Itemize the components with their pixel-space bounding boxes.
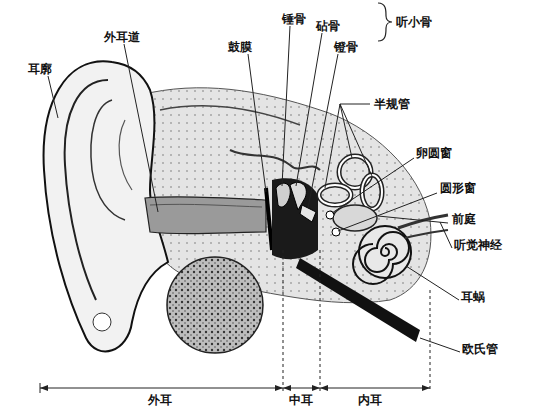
part-label: 耳蜗 (461, 290, 485, 304)
part-label: 圆形窗 (440, 181, 476, 195)
part-label: 听觉神经 (454, 238, 502, 252)
part-label: 听小骨 (396, 15, 432, 29)
part-label: 半规管 (374, 97, 410, 111)
part-label: 外耳道 (104, 30, 140, 44)
part-label: 卵圆窗 (416, 146, 452, 160)
part-label: 砧骨 (316, 19, 340, 33)
region-label: 内耳 (358, 393, 382, 407)
region-label: 中耳 (289, 393, 313, 407)
region-label: 外耳 (148, 393, 172, 407)
part-label: 耳廓 (28, 62, 52, 76)
part-label: 镫骨 (334, 40, 358, 54)
part-label: 锤骨 (282, 12, 306, 26)
part-label: 欧氏管 (462, 342, 498, 356)
part-label: 前庭 (452, 212, 476, 226)
part-label: 鼓膜 (228, 40, 252, 54)
